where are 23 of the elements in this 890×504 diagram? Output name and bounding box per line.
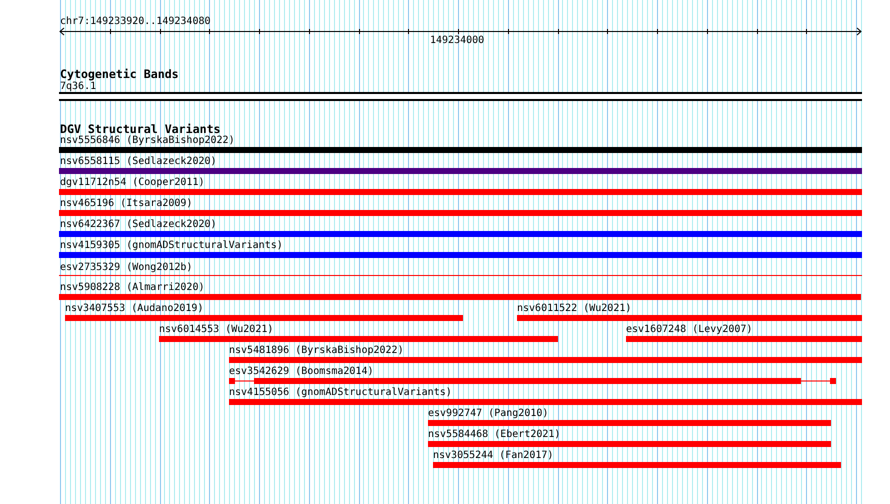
variant-label: esv3542629 (Boomsma2014) xyxy=(229,366,374,378)
variant-label: nsv3055244 (Fan2017) xyxy=(433,450,554,462)
track-title: DGV Structural Variants xyxy=(60,122,221,136)
variant-label: nsv6558115 (Sedlazeck2020) xyxy=(60,156,217,168)
variant-label: esv992747 (Pang2010) xyxy=(428,408,548,420)
variant-label: nsv6014553 (Wu2021) xyxy=(159,324,274,336)
variant-label: nsv4159305 (gnomADStructuralVariants) xyxy=(60,240,283,252)
variant-label: nsv6422367 (Sedlazeck2020) xyxy=(60,218,217,230)
variant-label: esv1607248 (Levy2007) xyxy=(626,324,752,336)
variant-label: nsv5481896 (ByrskaBishop2022) xyxy=(229,344,404,356)
variant-label: nsv5556846 (ByrskaBishop2022) xyxy=(60,134,235,146)
variant-label: nsv3407553 (Audano2019) xyxy=(65,302,204,314)
variant-label: nsv5908228 (Almarri2020) xyxy=(60,282,204,294)
variant-label: nsv4155056 (gnomADStructuralVariants) xyxy=(229,386,452,398)
track-title: Cytogenetic Bands xyxy=(60,67,179,81)
variant-label: nsv465196 (Itsara2009) xyxy=(60,198,192,210)
band-label: 7q36.1 xyxy=(60,80,96,92)
variant-label: esv2735329 (Wong2012b) xyxy=(60,262,192,274)
variant-label: nsv6011522 (Wu2021) xyxy=(517,302,632,314)
tick-label: 149234000 xyxy=(430,34,484,46)
variant-label: nsv5584468 (Ebert2021) xyxy=(428,428,560,440)
variant-label: dgv11712n54 (Cooper2011) xyxy=(60,176,204,188)
region-label: chr7:149233920..149234080 xyxy=(60,16,211,28)
